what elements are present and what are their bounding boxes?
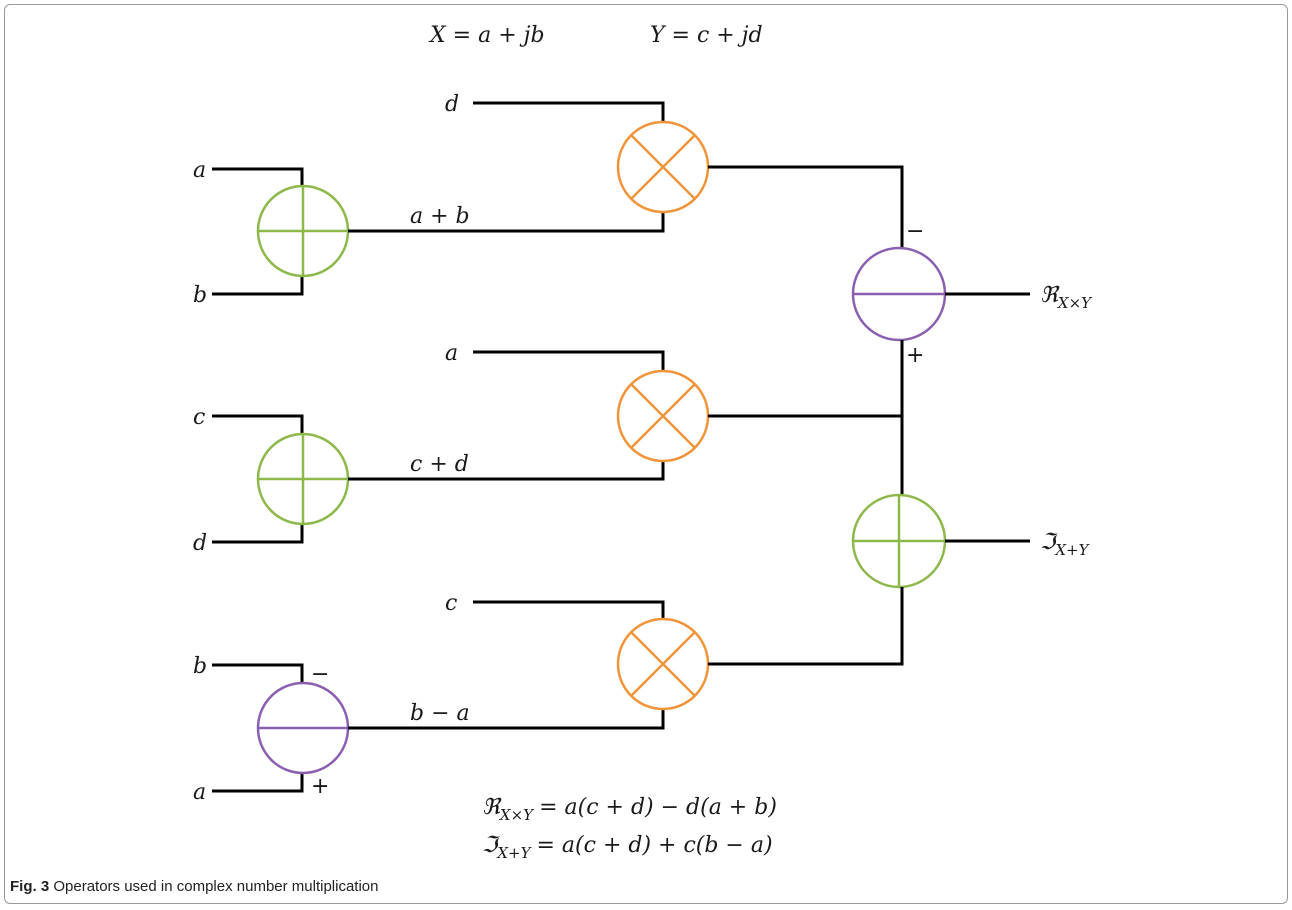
adder-1 (256, 184, 350, 278)
multiplier-bottom (616, 617, 710, 711)
wire-adder1-a (212, 167, 304, 186)
equation-real: ℜX×Y= a(c + d) − d(a + b) (482, 795, 777, 824)
sub1-output-label: b − a (410, 701, 470, 726)
wire-adder2-d (212, 525, 304, 544)
mult-top-input-d: d (445, 92, 459, 117)
multiplier-middle (616, 369, 710, 463)
wire-adder2-c (212, 414, 304, 433)
figure-frame (4, 4, 1288, 904)
figure-caption-text: Operators used in complex number multipl… (53, 878, 379, 895)
adder1-input-b: b (193, 283, 207, 308)
wire-adder1-b (212, 277, 304, 296)
equation-imag: ℑX+Y= a(c + d) + c(b − a) (482, 833, 773, 862)
multiplier-top (616, 120, 710, 214)
adder-2 (256, 432, 350, 526)
x-definition: X = a + jb (428, 23, 545, 48)
figure-label: Fig. 3 (10, 878, 50, 895)
wire-mult-top-out (708, 165, 904, 248)
wire-sub1-a (212, 774, 304, 793)
adder2-input-c: c (193, 405, 205, 430)
adder1-output-label: a + b (410, 204, 470, 229)
sub1-plus-sign: + (311, 774, 329, 799)
wire-adder1-out (348, 212, 665, 233)
adder-imag (851, 493, 947, 589)
subtractor-real (851, 246, 947, 342)
adder2-input-d: d (193, 531, 207, 556)
wire-mult-bot-c (473, 600, 665, 620)
sub1-input-a: a (193, 780, 206, 805)
wire-mult-mid-a (473, 350, 665, 371)
sub1-input-b: b (193, 654, 207, 679)
adder2-output-label: c + d (410, 452, 469, 477)
sub1-minus-sign: − (311, 662, 329, 687)
adder1-input-a: a (193, 158, 206, 183)
wire-adder2-out (348, 461, 665, 481)
wire-mult-bot-out (708, 587, 904, 666)
real-output-label: ℜX×Y (1040, 283, 1093, 312)
subtractor-real-minus: − (906, 219, 924, 244)
wire-mult-top-d (473, 101, 665, 122)
imag-output-label: ℑX+Y (1040, 530, 1091, 559)
wire-sub1-out (348, 709, 665, 730)
subtractor-1 (256, 681, 350, 775)
wire-sub1-b (212, 663, 304, 682)
mult-bot-input-c: c (445, 591, 457, 616)
y-definition: Y = c + jd (650, 23, 763, 48)
mult-mid-input-a: a (445, 341, 458, 366)
subtractor-real-plus: + (906, 343, 924, 368)
figure-caption: Fig. 3 Operators used in complex number … (10, 878, 379, 895)
